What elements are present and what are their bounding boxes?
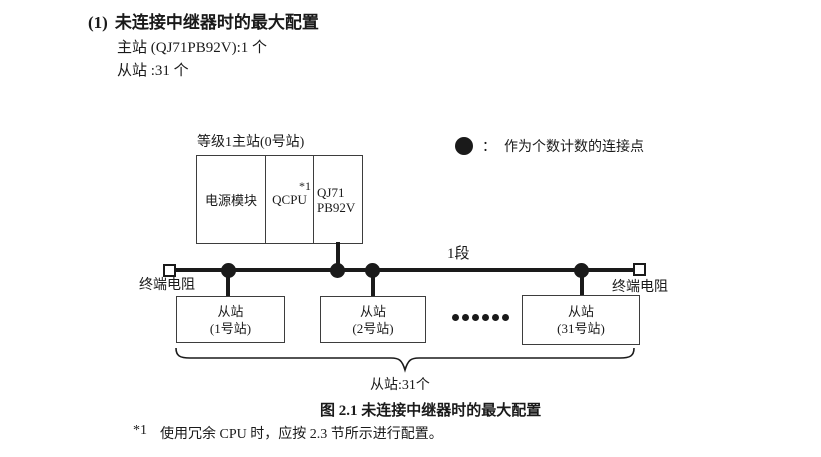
slave-box-1-line2: (1号站) xyxy=(209,320,252,336)
master-station-box: 电源模块 *1 QCPU QJ71 PB92V xyxy=(196,155,363,244)
qcpu-label: QCPU xyxy=(272,191,307,207)
terminating-resistor-left-icon xyxy=(163,264,176,277)
power-module-label: 电源模块 xyxy=(204,193,257,208)
slave2-drop-line xyxy=(371,270,375,297)
slave-box-1: 从站 (1号站) xyxy=(176,296,285,343)
terminating-resistor-left-label: 终端电阻 xyxy=(139,278,195,293)
footnote-marker: *1 xyxy=(133,423,147,438)
qj71pb92v-label: QJ71 PB92V xyxy=(317,184,356,215)
slave-box-1-line1: 从站 xyxy=(217,303,244,319)
connection-point-dot xyxy=(365,263,380,278)
more-slaves-ellipsis xyxy=(452,314,509,321)
terminating-resistor-right-icon xyxy=(633,263,646,276)
terminating-resistor-right-label: 终端电阻 xyxy=(612,280,668,295)
slave-count-label: 从站:31个 xyxy=(370,378,430,393)
qcpu-cell: *1 QCPU xyxy=(266,156,314,243)
legend-text: 作为个数计数的连接点 xyxy=(504,140,644,155)
slave-box-2: 从站 (2号站) xyxy=(320,296,426,343)
slave-box-2-line2: (2号站) xyxy=(352,320,394,336)
slave-box-31: 从站 (31号站) xyxy=(522,295,640,345)
qcpu-footnote-ref: *1 xyxy=(299,179,311,193)
connection-point-dot xyxy=(574,263,589,278)
footnote: *1 使用冗余 CPU 时，应按 2.3 节所示进行配置。 xyxy=(133,423,443,443)
spec-slave-count: 从站 :31 个 xyxy=(117,63,189,79)
slave31-drop-line xyxy=(580,270,584,297)
connection-point-dot xyxy=(221,263,236,278)
slave-box-2-line1: 从站 xyxy=(359,303,386,319)
slave-count-brace xyxy=(175,347,635,373)
slave-box-31-line2: (31号站) xyxy=(557,321,605,336)
slave1-drop-line xyxy=(226,270,230,297)
power-module-cell: 电源模块 xyxy=(197,156,266,243)
section-title: 未连接中继器时的最大配置 xyxy=(114,13,319,32)
footnote-text: 使用冗余 CPU 时，应按 2.3 节所示进行配置。 xyxy=(160,427,443,442)
qj71pb92v-cell: QJ71 PB92V xyxy=(314,156,362,243)
legend: ： 作为个数计数的连接点 xyxy=(455,136,644,156)
connection-point-dot xyxy=(330,263,345,278)
slave-box-31-line1: 从站 xyxy=(567,304,594,319)
figure-caption: 图 2.1 未连接中继器时的最大配置 xyxy=(320,403,542,419)
segment-label: 1段 xyxy=(447,246,470,262)
master-drop-line xyxy=(336,242,340,270)
connection-point-icon xyxy=(455,137,473,155)
section-number: (1) xyxy=(88,13,108,32)
legend-separator: ： xyxy=(482,140,496,155)
master-group-label: 等级1主站(0号站) xyxy=(197,135,305,150)
section-heading: (1) 未连接中继器时的最大配置 xyxy=(88,8,319,33)
bus-line xyxy=(175,268,634,272)
spec-master-count: 主站 (QJ71PB92V):1 个 xyxy=(117,40,268,56)
